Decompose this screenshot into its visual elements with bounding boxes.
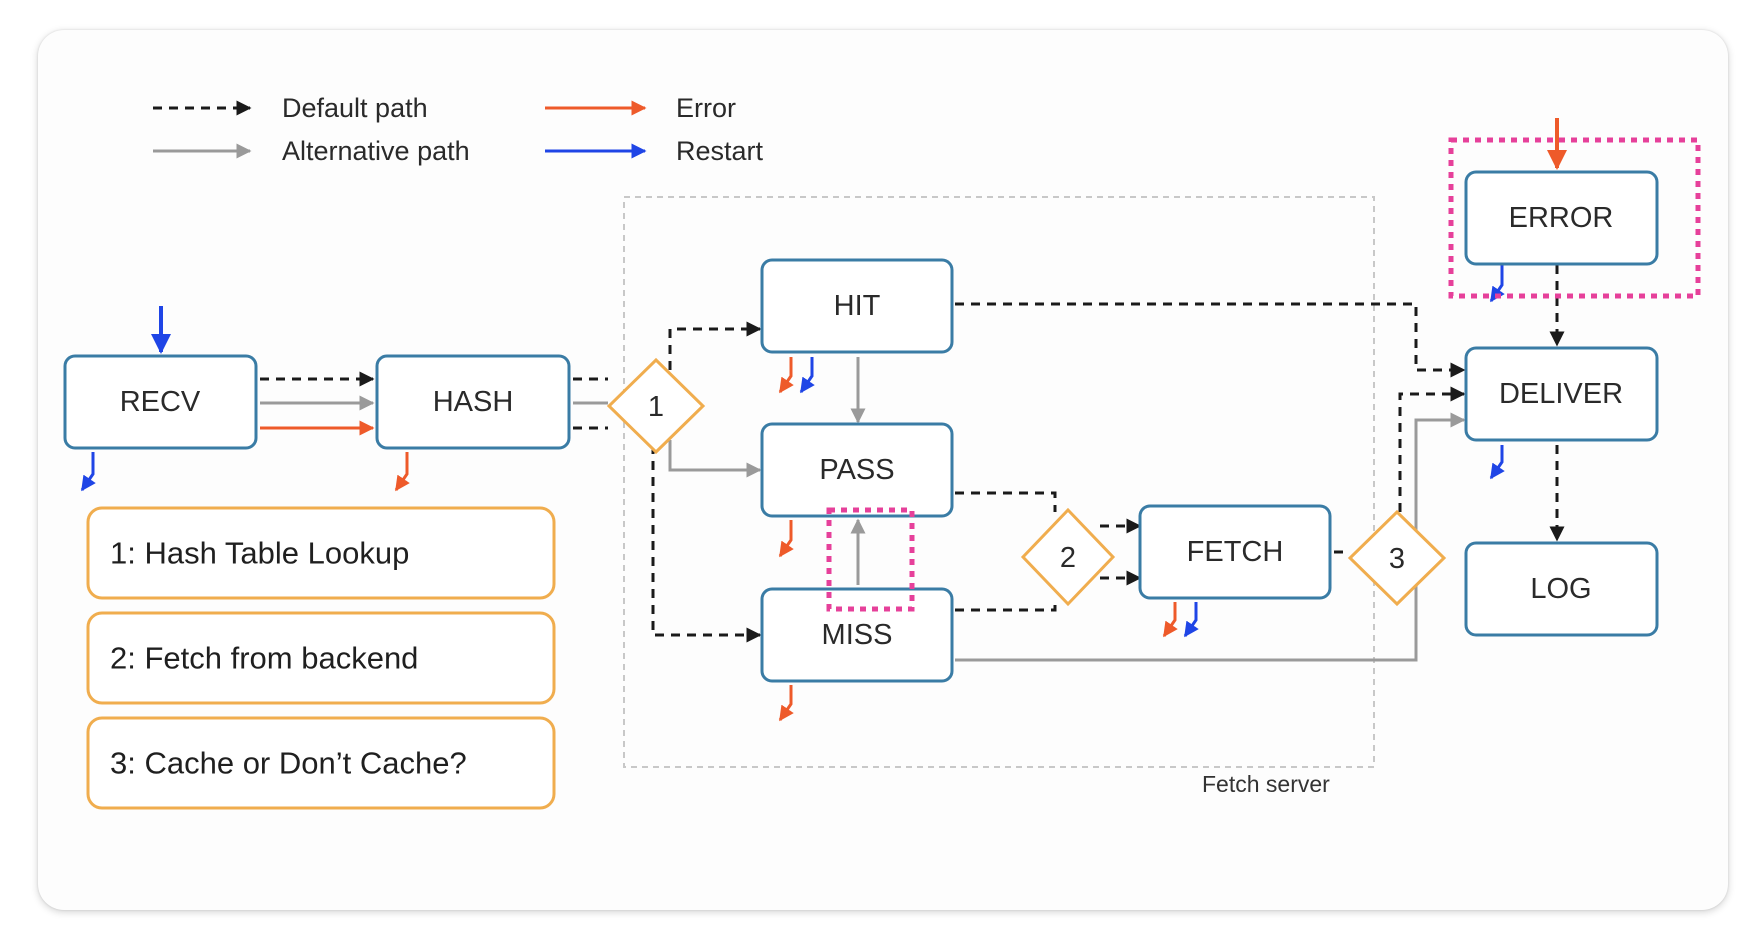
node-pass-label: PASS [819, 454, 894, 486]
decision-2-label: 2 [1060, 542, 1076, 574]
node-miss: MISS [760, 587, 954, 683]
legend-alternative-label: Alternative path [282, 136, 470, 166]
hit-restart-hook [799, 357, 815, 394]
note-hash-table-lookup: 1: Hash Table Lookup [86, 506, 556, 600]
d1-pass-alternative [668, 440, 762, 478]
node-deliver: DELIVER [1464, 346, 1659, 442]
node-error: ERROR [1464, 170, 1659, 266]
fetch-server-label: Fetch server [1202, 771, 1330, 797]
node-hash-label: HASH [433, 386, 514, 418]
miss-error-hook [778, 685, 794, 722]
node-miss-label: MISS [822, 619, 893, 651]
node-hit: HIT [760, 258, 954, 354]
pass-d2-default [955, 491, 1057, 512]
node-hash: HASH [375, 354, 571, 450]
hit-deliver-default [955, 302, 1466, 378]
legend-error-label: Error [676, 93, 736, 123]
highlight-miss-pass-arrow [826, 507, 915, 612]
highlight-error-node [1448, 137, 1701, 299]
error-restart-hook [1489, 265, 1505, 303]
legend-default-label: Default path [282, 93, 428, 123]
node-recv-label: RECV [120, 386, 201, 418]
note-3-text: 3: Cache or Don’t Cache? [110, 746, 467, 781]
note-cache-decision: 3: Cache or Don’t Cache? [86, 716, 556, 810]
legend: Default path Alternative path Error Rest… [153, 93, 764, 166]
pass-error-hook [778, 520, 794, 558]
decision-3-label: 3 [1389, 543, 1405, 575]
hit-error-hook [778, 357, 794, 394]
connectors [80, 118, 1567, 722]
deliver-restart-hook [1489, 445, 1505, 480]
node-recv: RECV [63, 354, 258, 450]
node-pass: PASS [760, 422, 954, 518]
node-log: LOG [1464, 541, 1659, 637]
fetch-error-hook [1162, 602, 1178, 638]
note-2-text: 2: Fetch from backend [110, 641, 418, 676]
miss-d2-default [955, 598, 1057, 612]
fetch-restart-hook [1183, 602, 1199, 638]
note-fetch-from-backend: 2: Fetch from backend [86, 611, 556, 705]
decision-1: 1 [606, 357, 706, 455]
fetch-server-zone [623, 196, 1375, 768]
note-1-text: 1: Hash Table Lookup [110, 536, 409, 571]
d3-deliver-default [1398, 386, 1466, 512]
node-fetch: FETCH [1138, 504, 1332, 600]
node-error-label: ERROR [1509, 202, 1614, 234]
legend-restart-label: Restart [676, 136, 764, 166]
node-hit-label: HIT [834, 290, 881, 322]
d1-miss-default [651, 445, 762, 643]
decision-2: 2 [1020, 507, 1116, 607]
node-log-label: LOG [1530, 573, 1591, 605]
decision-3: 3 [1347, 509, 1447, 607]
d1-hit-default [668, 321, 762, 370]
node-fetch-label: FETCH [1187, 536, 1284, 568]
hash-error-hook [394, 452, 410, 492]
d3-deliver-alternative [1414, 412, 1466, 537]
decision-1-label: 1 [648, 391, 664, 423]
recv-restart-hook [80, 452, 96, 492]
node-deliver-label: DELIVER [1499, 378, 1623, 410]
